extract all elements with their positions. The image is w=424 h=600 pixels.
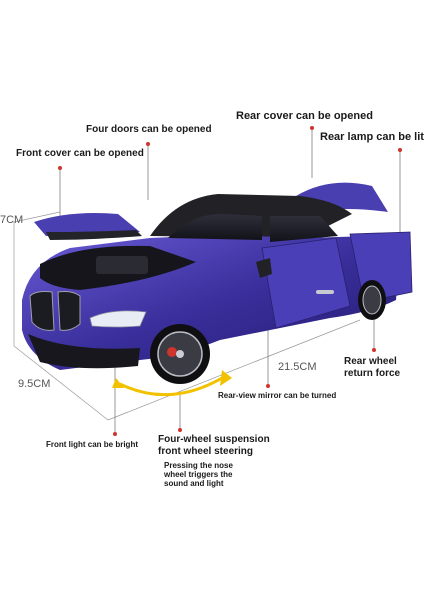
label-suspension: Four-wheel suspension front wheel steeri… [158, 434, 270, 457]
side-window [168, 214, 262, 240]
label-rear-wheel-line2: return force [344, 367, 401, 379]
dot-four-doors [146, 142, 150, 146]
dimension-height: 7CM [0, 214, 24, 226]
label-mirror: Rear-view mirror can be turned [218, 391, 337, 400]
label-rear-lamp: Rear lamp can be lit [320, 131, 424, 143]
steering-arrow-head [220, 370, 232, 386]
label-nose-line1: Pressing the nose [164, 461, 233, 470]
dot-front-cover [58, 166, 62, 170]
rear-window [270, 216, 338, 242]
dimension-guides [13, 211, 361, 421]
label-rear-wheel: Rear wheel return force [344, 356, 400, 379]
dot-rear-lamp [398, 148, 402, 152]
label-front-cover: Front cover can be opened [16, 148, 144, 159]
door-handle [316, 290, 334, 294]
width-guide [13, 345, 109, 421]
dot-front-light [113, 432, 117, 436]
engine-cover [96, 256, 148, 274]
label-nose-wheel: Pressing the nose wheel triggers the sou… [164, 461, 233, 489]
steering-arrow [119, 376, 223, 397]
front-door-open [261, 237, 351, 329]
hood-inner [46, 230, 142, 240]
top-guide [13, 211, 61, 223]
side-mirror [256, 258, 272, 278]
dimension-width: 9.5CM [18, 378, 51, 390]
label-rear-wheel-line1: Rear wheel [344, 356, 397, 367]
rear-wheel-rim [362, 285, 382, 315]
dimension-length: 21.5CM [278, 361, 317, 373]
label-front-light: Front light can be bright [46, 440, 138, 449]
length-guide [107, 319, 361, 421]
kidney-grille-right [57, 291, 81, 331]
dot-rear-cover [310, 126, 314, 130]
label-suspension-line2: front wheel steering [158, 445, 254, 457]
label-suspension-line1: Four-wheel suspension [158, 434, 270, 445]
kidney-grille-left [29, 291, 55, 331]
dot-suspension [178, 428, 182, 432]
steering-arrow-tail [112, 378, 124, 388]
label-nose-line3: sound and light [164, 479, 224, 489]
label-rear-cover: Rear cover can be opened [236, 110, 373, 122]
label-nose-line2: wheel triggers the [164, 470, 233, 480]
dot-mirror [266, 384, 270, 388]
dot-rear-wheel [372, 348, 376, 352]
front-wheel-hub [176, 350, 184, 358]
headlight [89, 310, 147, 328]
label-four-doors: Four doors can be opened [86, 124, 212, 135]
hood [34, 213, 140, 236]
brake-caliper [167, 347, 177, 357]
front-bumper [28, 334, 140, 369]
